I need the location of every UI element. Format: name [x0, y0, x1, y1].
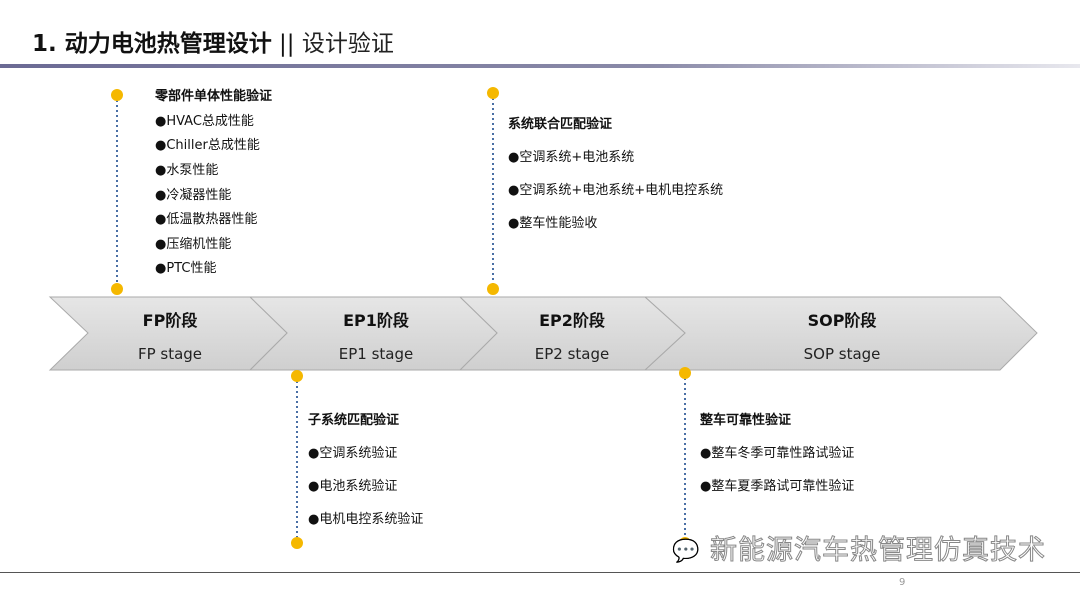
milestone-dot	[487, 87, 499, 99]
page-title: 1. 动力电池热管理设计 || 设计验证	[32, 24, 394, 58]
stage-subtitle: FP stage	[137, 345, 203, 363]
header-divider	[0, 64, 1080, 68]
list-item: ●水泵性能	[155, 163, 219, 178]
stage-title: SOP阶段	[807, 311, 877, 330]
list-item: ●整车性能验收	[508, 216, 598, 231]
stage-fp: FP阶段 FP stage	[70, 307, 270, 363]
stage-title: EP1阶段	[343, 311, 409, 330]
watermark-text: 新能源汽车热管理仿真技术	[710, 535, 1046, 566]
list-item: ●电机电控系统验证	[308, 512, 424, 527]
group-vehicle-reliability: 整车可靠性验证 ●整车冬季可靠性路试验证 ●整车夏季路试可靠性验证	[700, 413, 854, 493]
stage-ep1: EP1阶段 EP1 stage	[276, 307, 476, 363]
title-main: 1. 动力电池热管理设计	[32, 31, 272, 57]
stage-subtitle: EP2 stage	[534, 345, 610, 363]
list-item: ●空调系统验证	[308, 446, 398, 461]
list-item: ●HVAC总成性能	[155, 114, 254, 129]
milestone-dot	[291, 370, 303, 382]
stage-title: FP阶段	[142, 311, 198, 330]
group-heading: 零部件单体性能验证	[155, 89, 273, 104]
group-component-validation: 零部件单体性能验证 ●HVAC总成性能 ●Chiller总成性能 ●水泵性能 ●…	[155, 89, 273, 275]
milestone-dot	[111, 89, 123, 101]
milestone-dot	[111, 283, 123, 295]
chevron-fp	[48, 296, 288, 371]
watermark: 💬 新能源汽车热管理仿真技术	[671, 535, 1046, 566]
group-system-validation: 系统联合匹配验证 ●空调系统+电池系统 ●空调系统+电池系统+电机电控系统 ●整…	[508, 117, 723, 230]
list-item: ●整车夏季路试可靠性验证	[700, 479, 855, 494]
page-number: 9	[899, 577, 906, 588]
group-subsystem-validation: 子系统匹配验证 ●空调系统验证 ●电池系统验证 ●电机电控系统验证	[308, 413, 423, 526]
list-item: ●空调系统+电池系统	[508, 150, 635, 165]
list-item: ●低温散热器性能	[155, 212, 258, 227]
wechat-icon: 💬	[671, 538, 701, 564]
milestone-dot	[487, 283, 499, 295]
group-heading: 子系统匹配验证	[308, 413, 400, 428]
title-separator: ||	[271, 31, 302, 57]
footer-divider	[0, 572, 1080, 573]
list-item: ●Chiller总成性能	[155, 138, 260, 153]
title-sub: 设计验证	[301, 31, 394, 57]
list-item: ●压缩机性能	[155, 237, 232, 252]
stage-sop: SOP阶段 SOP stage	[742, 307, 942, 363]
list-item: ●整车冬季可靠性路试验证	[700, 446, 855, 461]
list-item: ●PTC性能	[155, 261, 217, 276]
stage-subtitle: EP1 stage	[338, 345, 414, 363]
list-item: ●冷凝器性能	[155, 188, 232, 203]
milestone-dot	[679, 367, 691, 379]
milestone-dot	[291, 537, 303, 549]
list-item: ●空调系统+电池系统+电机电控系统	[508, 183, 724, 198]
group-heading: 系统联合匹配验证	[508, 117, 613, 132]
list-item: ●电池系统验证	[308, 479, 398, 494]
stage-title: EP2阶段	[539, 311, 605, 330]
stage-ep2: EP2阶段 EP2 stage	[472, 307, 672, 363]
milestone-dot	[679, 537, 691, 549]
group-heading: 整车可靠性验证	[700, 413, 792, 428]
stage-subtitle: SOP stage	[803, 345, 881, 363]
